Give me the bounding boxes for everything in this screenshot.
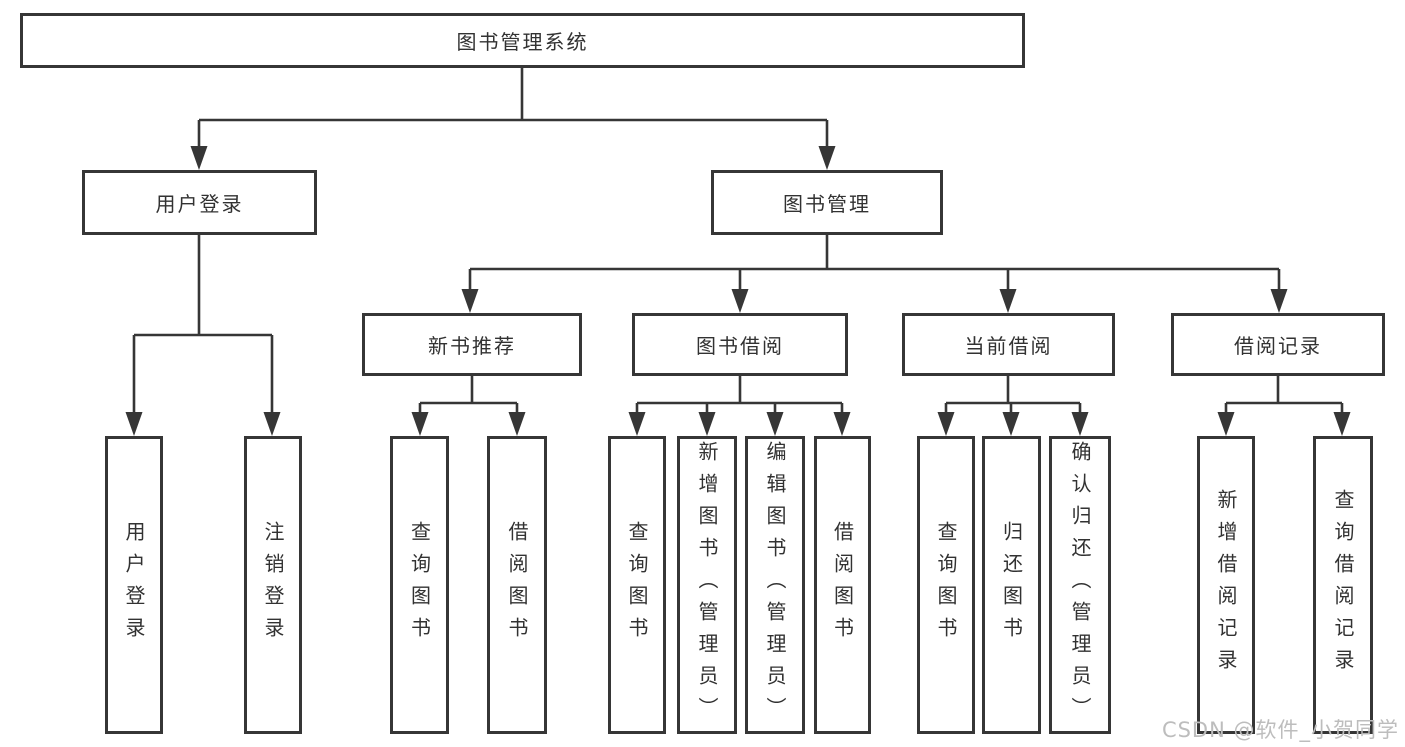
node-book-borrow: 图书借阅 [632,313,848,376]
leaf-query-books-current: 查询图书 [917,436,975,734]
leaf-borrow-books-recommend-label: 借阅图书 [505,521,529,649]
leaf-query-books-current-label: 查询图书 [934,521,958,649]
node-new-book-recommend-label: 新书推荐 [428,334,516,358]
node-book-management: 图书管理 [711,170,943,235]
leaf-return-books-label: 归还图书 [999,521,1024,649]
leaf-add-books-admin-label: 新增图书（管理员） [695,441,719,729]
leaf-user-login: 用户登录 [105,436,163,734]
node-current-borrow: 当前借阅 [902,313,1115,376]
leaf-confirm-return-admin: 确认归还（管理员） [1049,436,1111,734]
leaf-add-borrow-record-label: 新增借阅记录 [1214,489,1238,681]
node-user-login-label: 用户登录 [155,192,244,216]
leaf-edit-books-admin-label: 编辑图书（管理员） [763,441,787,729]
leaf-user-login-label: 用户登录 [122,521,146,649]
leaf-logout-label: 注销登录 [261,521,285,649]
node-root: 图书管理系统 [20,13,1025,68]
node-book-management-label: 图书管理 [783,192,871,216]
csdn-watermark: CSDN @软件_小贺同学 [1161,718,1399,742]
leaf-query-borrow-record-label: 查询借阅记录 [1331,489,1355,681]
leaf-query-books-borrow: 查询图书 [608,436,666,734]
leaf-add-borrow-record: 新增借阅记录 [1197,436,1255,734]
leaf-confirm-return-admin-label: 确认归还（管理员） [1068,441,1092,729]
leaf-add-books-admin: 新增图书（管理员） [677,436,737,734]
node-book-borrow-label: 图书借阅 [696,334,784,358]
leaf-return-books: 归还图书 [982,436,1041,734]
leaf-borrow-books-label: 借阅图书 [830,521,855,649]
leaf-edit-books-admin: 编辑图书（管理员） [745,436,805,734]
leaf-query-books-recommend-label: 查询图书 [407,521,432,649]
node-borrow-records-label: 借阅记录 [1234,334,1322,358]
arrowhead-icons [125,146,1351,436]
node-root-label: 图书管理系统 [456,30,589,54]
leaf-borrow-books: 借阅图书 [814,436,871,734]
node-current-borrow-label: 当前借阅 [964,334,1053,358]
node-new-book-recommend: 新书推荐 [362,313,582,376]
leaf-borrow-books-recommend: 借阅图书 [487,436,547,734]
leaf-query-books-borrow-label: 查询图书 [625,521,649,649]
leaf-query-borrow-record: 查询借阅记录 [1313,436,1373,734]
node-user-login: 用户登录 [82,170,317,235]
node-borrow-records: 借阅记录 [1171,313,1385,376]
leaf-logout: 注销登录 [244,436,302,734]
leaf-query-books-recommend: 查询图书 [390,436,449,734]
